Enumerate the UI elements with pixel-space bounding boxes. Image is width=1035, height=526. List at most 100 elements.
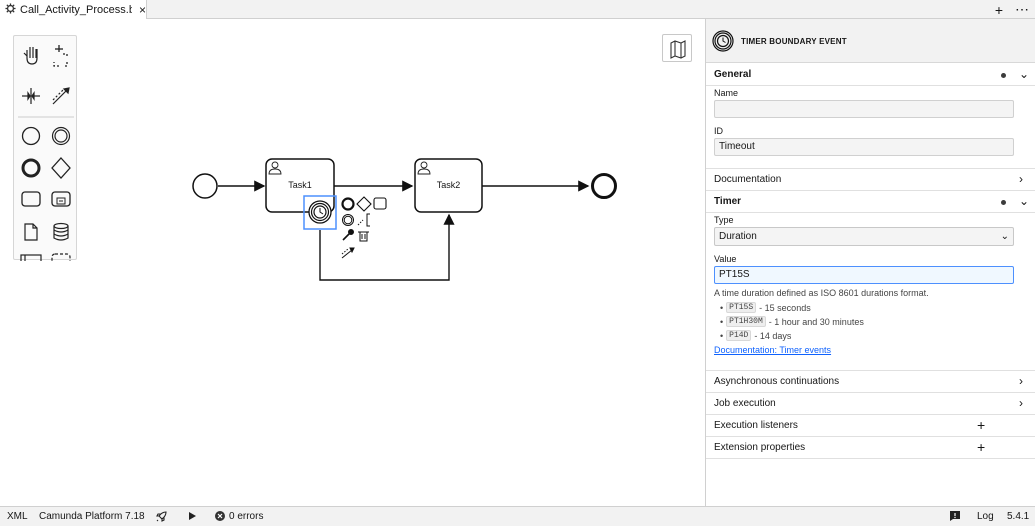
timer-type-select[interactable]: Duration ⌄ [714,227,1014,246]
group-documentation-header[interactable]: Documentation › [706,169,1035,191]
task2-label: Task2 [436,180,461,190]
selection-outline [303,195,337,230]
group-title: Extension properties [714,442,806,453]
engine-platform-selector[interactable]: Camunda Platform 7.18 [39,511,145,522]
group-timer-header[interactable]: Timer ⌄ [706,191,1035,213]
group-title: General [714,69,752,80]
tab-close-button[interactable]: × [138,2,146,17]
log-toggle-button[interactable]: Log [977,511,994,522]
connect-arrow-icon[interactable] [341,247,355,259]
new-tab-button[interactable]: + [994,1,1003,18]
divider [706,370,1035,371]
example-item: •P14D- 14 days [720,330,792,341]
gateway-tool-icon[interactable] [51,157,71,179]
task1[interactable] [265,158,335,213]
tab-call-activity-process[interactable]: Call_Activity_Process.bpn × [0,0,147,20]
add-extension-property-button[interactable]: + [977,439,986,455]
gear-icon [5,2,16,17]
timer-value-field[interactable]: PT15S [714,266,1014,284]
chevron-right-icon: › [1019,172,1023,186]
space-tool-icon[interactable] [22,88,40,104]
feedback-icon[interactable] [949,510,961,525]
element-type-title: TIMER BOUNDARY EVENT [741,37,847,46]
properties-header: TIMER BOUNDARY EVENT [706,19,1035,63]
id-label: ID [714,126,723,136]
end-event[interactable] [591,173,617,199]
diagram-canvas[interactable]: Task1 Task2 [0,19,705,506]
group-title: Asynchronous continuations [714,376,840,387]
group-data-indicator [1001,200,1006,205]
timer-type-label: Type [714,215,734,225]
hand-tool-icon[interactable] [23,47,38,65]
tab-title: Call_Activity_Process.bpn [20,3,132,16]
append-task-icon[interactable] [373,197,387,210]
sequence-flow-timer-task2[interactable] [319,213,455,281]
timer-value-label: Value [714,254,737,264]
context-pad [341,196,387,259]
name-label: Name [714,88,739,98]
group-title: Documentation [714,174,782,185]
example-text: - 14 days [754,330,792,341]
error-count[interactable]: 0 errors [229,511,264,522]
data-store-tool-icon[interactable] [53,222,69,241]
append-text-annotation-icon[interactable] [357,213,370,227]
example-text: - 1 hour and 30 minutes [768,316,864,327]
name-field[interactable] [714,100,1014,118]
properties-panel: TIMER BOUNDARY EVENT General ⌄ Name ID T… [705,19,1035,506]
chevron-right-icon: › [1019,396,1023,410]
delete-trash-icon[interactable] [358,231,369,242]
data-object-tool-icon[interactable] [24,223,38,241]
divider [706,168,1035,169]
group-extension-properties-header[interactable]: Extension properties + [706,437,1035,459]
append-intermediate-event-icon[interactable] [342,214,354,226]
start-event[interactable] [192,173,218,199]
tool-palette [13,35,77,261]
add-listener-button[interactable]: + [977,417,986,433]
append-gateway-icon[interactable] [356,196,372,212]
timer-docs-link[interactable]: Documentation: Timer events [714,345,832,355]
minimap-toggle-button[interactable] [662,34,692,62]
example-text: - 15 seconds [759,302,811,313]
timer-boundary-event[interactable] [308,200,332,224]
timer-value-description: A time duration defined as ISO 8601 dura… [714,288,929,298]
tab-bar: Call_Activity_Process.bpn × + ⋯ [0,0,1035,20]
task1-label: Task1 [288,180,312,190]
subprocess-tool-icon[interactable] [51,191,71,207]
append-end-event-icon[interactable] [341,197,355,211]
intermediate-event-tool-icon[interactable] [51,126,71,146]
lasso-tool-icon[interactable] [53,45,68,67]
example-code: PT1H30M [726,316,766,327]
start-instance-play-icon[interactable] [186,510,198,525]
more-options-button[interactable]: ⋯ [1015,1,1029,17]
group-data-indicator [1001,73,1006,78]
user-task-icon [417,161,431,175]
group-title: Execution listeners [714,420,798,431]
timer-event-icon [712,30,734,55]
example-code: PT15S [726,302,757,313]
id-field[interactable]: Timeout [714,138,1014,156]
user-task-icon [268,161,282,175]
app-version: 5.4.1 [1007,511,1030,522]
start-event-tool-icon[interactable] [21,126,41,146]
change-type-wrench-icon[interactable] [342,229,354,241]
map-icon [670,40,686,59]
task2[interactable] [414,158,483,213]
error-status-icon [214,510,226,525]
status-bar: XML Camunda Platform 7.18 0 errors Log 5… [0,506,1035,526]
group-general-header[interactable]: General ⌄ [706,64,1035,86]
deploy-rocket-icon[interactable] [155,510,168,526]
group-tool-icon[interactable] [51,253,71,261]
group-job-execution-header[interactable]: Job execution › [706,393,1035,415]
xml-view-button[interactable]: XML [7,511,28,522]
task-tool-icon[interactable] [21,191,41,207]
end-event-tool-icon[interactable] [21,158,41,178]
chevron-down-icon: ⌄ [1019,194,1030,208]
group-title: Job execution [714,398,776,409]
pool-tool-icon[interactable] [20,254,42,261]
bpmn-diagram [192,158,617,281]
example-item: •PT1H30M- 1 hour and 30 minutes [720,316,864,327]
global-connect-tool-icon[interactable] [52,87,70,105]
chevron-down-icon: ⌄ [1019,67,1030,81]
group-execution-listeners-header[interactable]: Execution listeners + [706,415,1035,437]
group-async-header[interactable]: Asynchronous continuations › [706,371,1035,393]
